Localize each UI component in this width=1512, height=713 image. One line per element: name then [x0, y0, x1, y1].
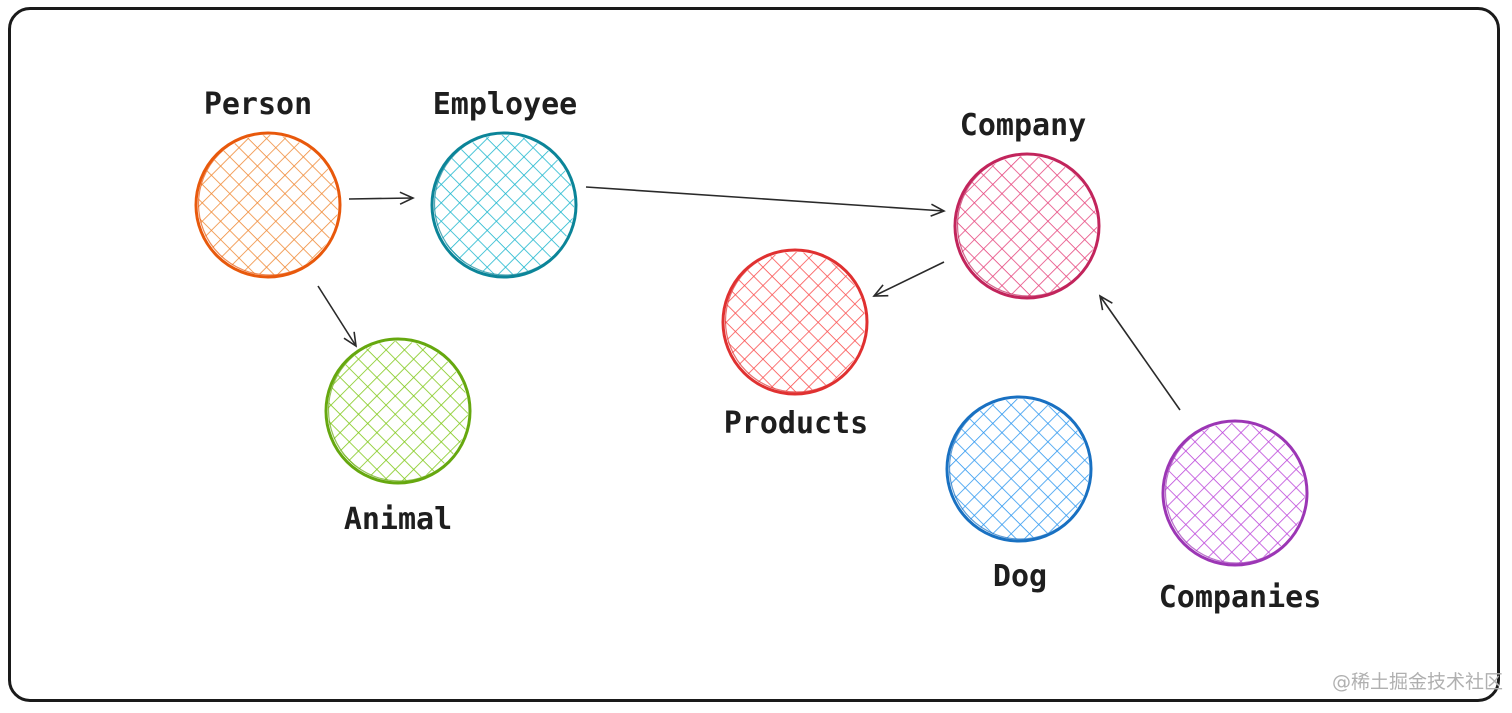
node-employee-fill	[434, 135, 574, 275]
node-products: Products	[721, 248, 869, 441]
node-animal: Animal	[324, 337, 472, 537]
node-company-sketch-outline	[956, 153, 1101, 297]
node-dog-sketch-outline	[948, 396, 1093, 540]
edge-companies-to-company	[1098, 294, 1181, 411]
edge-person-to-animal	[317, 285, 358, 348]
node-products-sketch-outline	[724, 249, 869, 393]
node-employee-sketch-outline	[433, 132, 578, 276]
node-company-fill	[957, 156, 1097, 296]
node-dog-fill	[949, 399, 1089, 539]
edge-person-to-employee	[348, 191, 415, 205]
edge-company-to-products	[872, 261, 945, 297]
node-employee-label: Employee	[433, 87, 578, 122]
node-animal-sketch-outline	[327, 338, 472, 482]
edge-employee-to-company	[585, 186, 946, 217]
watermark-text: @稀土掘金技术社区	[1332, 671, 1503, 693]
node-companies-sketch-outline	[1164, 420, 1309, 564]
node-person-label: Person	[204, 87, 312, 122]
node-products-fill	[725, 252, 865, 392]
node-animal-label: Animal	[344, 502, 452, 537]
edges-layer	[317, 186, 1181, 411]
node-companies: Companies	[1159, 419, 1322, 615]
node-animal-fill	[328, 341, 468, 481]
node-employee: Employee	[430, 87, 578, 279]
node-dog: Dog	[945, 395, 1093, 594]
node-company-label: Company	[960, 108, 1086, 143]
node-companies-label: Companies	[1159, 580, 1322, 615]
node-dog-label: Dog	[993, 559, 1047, 594]
node-person-fill	[198, 135, 338, 275]
node-company: Company	[953, 108, 1101, 300]
node-person-sketch-outline	[197, 132, 342, 276]
node-products-label: Products	[724, 406, 869, 441]
node-companies-fill	[1165, 423, 1305, 563]
node-person: Person	[194, 87, 342, 279]
